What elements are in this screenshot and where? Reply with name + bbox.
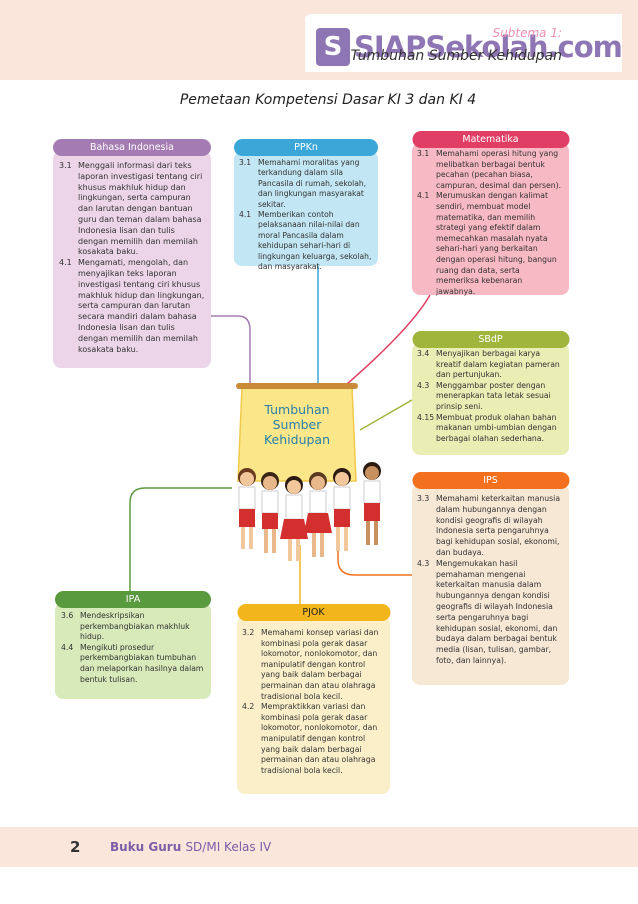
header-title-box [305,14,622,72]
kd-text: Memahami operasi hitung yang melibatkan … [436,149,562,190]
box-ips: IPS 3.3 Memahami keterkaitan manusia dala… [412,472,569,685]
center-title: Tumbuhan Sumber Kehidupan [232,402,362,447]
child-1 [238,468,256,549]
kd-item: 4.4 Mengikuti prosedur perkembangbiakan t… [61,643,205,685]
kd-number: 4.3 [417,558,430,568]
subtema-title: Tumbuhan Sumber Kehidupan [350,48,562,64]
box-bahasa-indonesia-title: Bahasa Indonesia [53,139,211,156]
footer-book-title: Buku Guru SD/MI Kelas IV [110,840,271,854]
kd-number: 3.4 [417,349,430,358]
kd-text: Memahami keterkaitan manusia dalam hubun… [436,494,561,557]
kd-text: Menggali informasi dari teks laporan inv… [78,161,203,257]
kd-text: Mengamati, mengolah, dan menyajikan teks… [78,258,205,354]
kd-number: 3.6 [61,611,74,620]
kd-item: 4.1 Merumuskan dengan kalimat sendiri, me… [417,191,563,297]
footer-band [0,827,638,867]
watermark-logo: S SIAPSekolah.com [316,24,623,70]
watermark-badge: S [316,28,350,66]
child-6 [363,462,381,545]
kd-item: 3.1 Menggali informasi dari teks laporan … [59,161,205,258]
kd-number: 4.3 [417,380,430,390]
kd-item: 4.2 Mempraktikkan variasi dan kombinasi p… [242,702,384,776]
box-pjok-title: PJOK [237,604,390,621]
page-heading: Pemetaan Kompetensi Dasar KI 3 dan KI 4 [179,92,477,108]
center-title-line-2: Sumber [272,417,322,432]
kd-number: 4.1 [417,191,430,201]
kd-number: 3.1 [239,158,252,167]
kd-text: Menggambar poster dengan menerapkan tata… [436,380,551,411]
kd-text: Mengemukakan hasil pemahaman mengenai ke… [436,558,558,665]
connector-matematika [339,294,431,391]
kd-text: Memahami konsep variasi dan kombinasi po… [261,628,379,701]
kd-number: 3.3 [417,494,430,503]
center-title-line-1: Tumbuhan [264,402,330,417]
kd-text: Mengikuti prosedur perkembangbiakan tumb… [80,642,204,684]
child-4 [304,472,332,557]
center-banner [236,383,358,482]
kd-number: 4.2 [242,702,255,712]
connector-ipa [129,487,232,603]
kd-number: 3.1 [417,149,430,158]
box-matematika-title: Matematika [412,131,569,148]
kd-text: Memahami moralitas yang terkandung dalam… [258,158,367,209]
child-2 [261,472,279,553]
box-matematika: Matematika 3.1 Memahami operasi hitung ya… [412,131,569,297]
kd-number: 3.2 [242,628,255,637]
footer-book-name: Buku Guru [110,840,182,854]
kd-item: 4.3 Mengemukakan hasil pemahaman mengenai… [417,559,563,667]
child-3 [280,476,308,561]
watermark-text: SIAPSekolah.com [354,30,623,64]
kd-text: Mendeskripsikan perkembangbiakan makhluk… [80,611,190,642]
kd-number: 4.15 [417,412,435,422]
kd-item: 4.3 Menggambar poster dengan menerapkan t… [417,381,563,413]
kd-number: 3.1 [59,161,72,170]
kd-item: 3.2 Memahami konsep variasi dan kombinasi… [242,628,384,702]
kd-number: 4.1 [59,258,72,268]
box-sbdp-title: SBdP [412,331,569,348]
center-title-line-3: Kehidupan [263,432,331,447]
connector-sbdp [359,399,413,431]
page-number: 2 [70,838,81,856]
kd-item: 4.1 Mengamati, mengolah, dan menyajikan t… [59,258,205,355]
box-ips-title: IPS [412,472,569,489]
box-pjok: PJOK 3.2 Memahami konsep variasi dan komb… [237,604,390,794]
box-ipa: IPA 3.6 Mendeskripsikan perkembangbiakan … [55,591,211,699]
kd-item: 3.4 Menyajikan berbagai karya kreatif dal… [417,349,563,381]
children-illustration [238,462,381,561]
box-ipa-title: IPA [55,591,211,608]
child-5 [333,468,351,551]
kd-item: 4.1 Memberikan contoh pelaksanaan nilai-n… [239,210,372,272]
connector-ips [337,540,412,576]
box-bahasa-indonesia: Bahasa Indonesia 3.1 Menggali informasi d… [53,139,211,368]
footer-book-class: SD/MI Kelas IV [185,840,272,854]
kd-text: Menyajikan berbagai karya kreatif dalam … [436,349,560,380]
kd-number: 4.4 [61,642,74,652]
kd-text: Mempraktikkan variasi dan kombinasi pola… [261,702,378,775]
box-ppkn-title: PPKn [234,139,378,156]
kd-text: Memberikan contoh pelaksanaan nilai-nila… [258,210,372,272]
subtema-label: Subtema 1: [492,26,562,40]
box-sbdp: SBdP 3.4 Menyajikan berbagai karya kreati… [412,331,569,455]
kd-item: 3.6 Mendeskripsikan perkembangbiakan makh… [61,611,205,643]
box-ppkn: PPKn 3.1 Memahami moralitas yang terkandu… [234,139,378,271]
kd-text: Membuat produk olahan bahan makanan umbi… [436,412,557,443]
connector-bahasa [211,315,251,395]
kd-item: 3.1 Memahami moralitas yang terkandung da… [239,158,372,210]
kd-item: 3.1 Memahami operasi hitung yang melibatk… [417,149,563,191]
kd-number: 4.1 [239,210,252,220]
kd-item: 3.3 Memahami keterkaitan manusia dalam hu… [417,494,563,559]
kd-text: Merumuskan dengan kalimat sendiri, membu… [436,191,557,296]
